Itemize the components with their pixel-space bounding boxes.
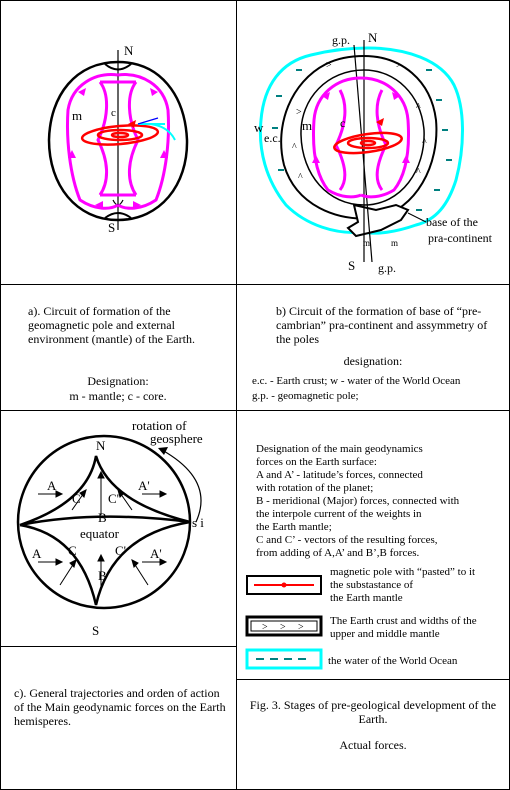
figure-caption: Fig. 3. Stages of pre-geological develop… bbox=[249, 698, 497, 726]
column-divider bbox=[236, 0, 237, 790]
label-west: w bbox=[254, 120, 264, 135]
pole-symbol bbox=[246, 575, 322, 595]
pole-text-line: the substastance of bbox=[330, 579, 414, 591]
label-a-prime-n: A' bbox=[138, 478, 150, 493]
panel-c-diagram: rotation of geosphere N S s i equator A … bbox=[16, 418, 204, 638]
label-si: s i bbox=[192, 515, 204, 530]
label-c-prime-n: C' bbox=[108, 491, 119, 506]
row-divider-left bbox=[0, 646, 236, 647]
label-base: base of the bbox=[426, 215, 478, 229]
label-rotation: rotation of bbox=[132, 418, 187, 433]
core-spiral-b bbox=[333, 131, 403, 155]
svg-text:>: > bbox=[396, 60, 402, 71]
pole-text-line: the Earth mantle bbox=[330, 592, 403, 604]
label-north-b: N bbox=[368, 30, 378, 45]
pole-symbol-text: magnetic pole with “pasted” to it the su… bbox=[330, 566, 505, 605]
row-divider-1 bbox=[0, 284, 510, 285]
row-divider-2 bbox=[0, 410, 510, 411]
figure-subtitle: Actual forces. bbox=[339, 738, 407, 752]
mantle-arrowheads bbox=[68, 88, 168, 209]
legend-line: Designation of the main geodynamics bbox=[256, 443, 423, 455]
svg-text:>: > bbox=[296, 107, 302, 118]
crust-arrows: > ^ ^ ^ ^ ^ > > bbox=[292, 60, 427, 183]
panel-a-designation-text: m - mantle; c - core. bbox=[69, 389, 167, 403]
crust-text-line: upper and middle mantle bbox=[330, 628, 440, 640]
panel-d-legend: Designation of the main geodynamics forc… bbox=[256, 443, 504, 560]
panel-a-designation-title: Designation: bbox=[87, 374, 149, 388]
crust-symbol-text: The Earth crust and widths of the upper … bbox=[330, 615, 505, 641]
crust-symbol: > > > bbox=[245, 615, 323, 637]
svg-text:^: ^ bbox=[416, 167, 421, 178]
svg-text:>: > bbox=[326, 60, 332, 71]
label-core: c bbox=[111, 107, 116, 119]
legend-line: B - meridional (Major) forces, connected… bbox=[256, 495, 460, 507]
label-m-left: m bbox=[363, 238, 370, 248]
panel-a-diagram: N S m c bbox=[47, 43, 189, 235]
label-b-s: B bbox=[98, 568, 107, 583]
panel-b-caption: b) Circuit of the formation of base of “… bbox=[276, 304, 488, 346]
panel-b-designation-title: designation: bbox=[343, 354, 403, 368]
label-m-right: m bbox=[391, 238, 398, 248]
label-core-b: c bbox=[340, 116, 345, 130]
label-mantle: m bbox=[72, 108, 82, 123]
label-south-b: S bbox=[348, 258, 355, 273]
svg-text:^: ^ bbox=[298, 172, 303, 183]
pole-text-line: magnetic pole with “pasted” to it bbox=[330, 566, 476, 578]
label-c-n: C bbox=[72, 491, 81, 506]
legend-line: the interpole current of the weights in bbox=[256, 508, 422, 520]
ocean-dashes bbox=[272, 69, 452, 211]
force-arrows bbox=[38, 470, 168, 590]
label-crust: e.c. bbox=[264, 131, 281, 145]
panel-a-caption: a). Circuit of formation of the geomagne… bbox=[28, 304, 195, 346]
pra-continent bbox=[346, 203, 410, 238]
svg-text:>: > bbox=[262, 622, 268, 633]
label-pra: pra-continent bbox=[428, 231, 493, 245]
label-a-prime-s: A' bbox=[150, 546, 162, 561]
panel-b-diagram: >^^ ^^^ >> g.p. N w e.c. m c S g.p. m m … bbox=[254, 30, 493, 275]
svg-text:^: ^ bbox=[292, 142, 297, 153]
label-c-s: C bbox=[68, 543, 77, 558]
label-south-c: S bbox=[92, 623, 99, 638]
legend-line: with rotation of the planet; bbox=[256, 482, 374, 494]
svg-text:>: > bbox=[298, 622, 304, 633]
legend-line: the Earth mantle; bbox=[256, 521, 332, 533]
legend-line: forces on the Earth surface: bbox=[256, 456, 377, 468]
legend-line: A and A’ - latitude’s forces, connected bbox=[256, 469, 423, 481]
label-geosphere: geosphere bbox=[150, 431, 203, 446]
row-divider-right bbox=[236, 679, 510, 680]
water-symbol-text: the water of the World Ocean bbox=[328, 655, 458, 667]
core-spiral bbox=[80, 124, 160, 146]
label-north: N bbox=[124, 43, 134, 58]
label-c-prime-s: C' bbox=[115, 543, 126, 558]
panel-b-designation-line1: e.c. - Earth crust; w - water of the Wor… bbox=[252, 375, 461, 387]
label-b-n: B bbox=[98, 510, 107, 525]
label-south: S bbox=[108, 220, 115, 235]
svg-text:>: > bbox=[280, 622, 286, 633]
label-gp-bottom: g.p. bbox=[378, 261, 396, 275]
southern-curve bbox=[19, 520, 191, 606]
svg-text:^: ^ bbox=[422, 137, 427, 148]
panel-c-caption: c). General trajectories and orden of ac… bbox=[14, 686, 226, 728]
label-a-n: A bbox=[47, 478, 57, 493]
label-north-c: N bbox=[96, 438, 106, 453]
crust-outline bbox=[280, 54, 438, 220]
crust-text-line: The Earth crust and widths of the bbox=[330, 615, 477, 627]
label-mantle-b: m bbox=[302, 118, 312, 133]
legend-line: from adding of A,A’ and B’,B forces. bbox=[256, 547, 420, 559]
panel-b-designation-line2: g.p. - geomagnetic pole; bbox=[252, 390, 359, 402]
mantle-circuit bbox=[66, 73, 170, 210]
label-a-s: A bbox=[32, 546, 42, 561]
legend-line: C and C’ - vectors of the resulting forc… bbox=[256, 534, 438, 546]
svg-text:^: ^ bbox=[416, 102, 421, 113]
northern-curve bbox=[19, 455, 191, 527]
water-symbol bbox=[245, 648, 323, 670]
label-equator: equator bbox=[80, 526, 120, 541]
label-gp-top: g.p. bbox=[332, 33, 350, 47]
